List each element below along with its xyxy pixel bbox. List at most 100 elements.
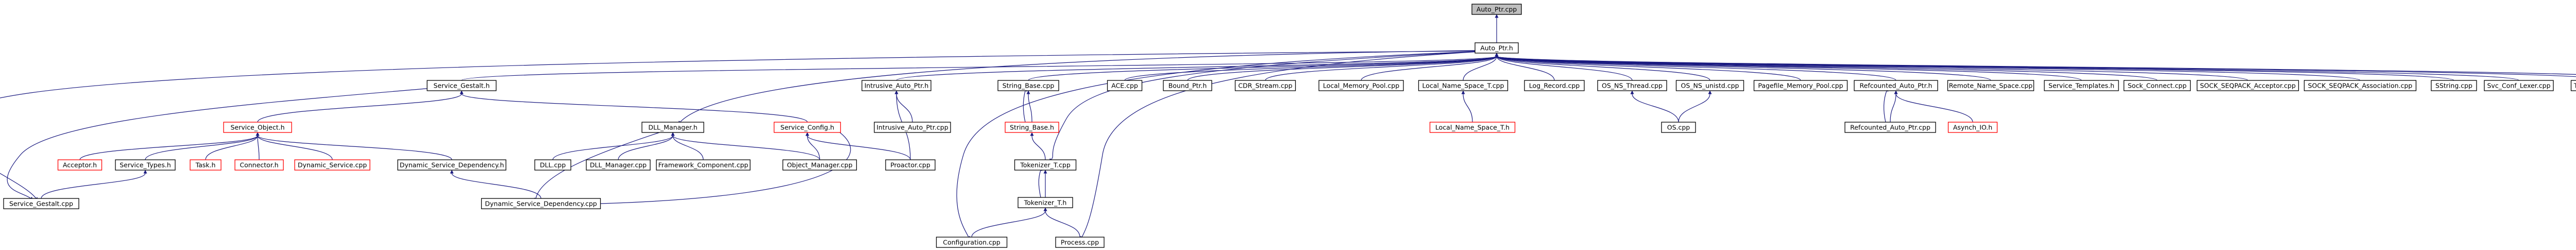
- node-label: Task.h: [195, 161, 216, 169]
- node-remote-name-space-cpp[interactable]: Remote_Name_Space.cpp: [1947, 80, 2035, 91]
- node-process-cpp[interactable]: Process.cpp: [1055, 237, 1105, 248]
- node-autoptr-h[interactable]: Auto_Ptr.h: [1475, 42, 1519, 54]
- node-box: [1318, 80, 1404, 91]
- node-object-manager-cpp[interactable]: Object_Manager.cpp: [782, 159, 857, 171]
- node-label: Log_Record.cpp: [1529, 82, 1580, 90]
- node-label: SOCK_SEQPACK_Association.cpp: [2308, 82, 2413, 90]
- node-label: Remote_Name_Space.cpp: [1949, 82, 2032, 90]
- node-label: OS_NS_Thread.cpp: [1602, 82, 1663, 90]
- node-label: SString.cpp: [2435, 82, 2472, 90]
- edge-service_config_h-to-dynamic_service_dependency_cpp: [597, 128, 851, 206]
- node-dll-cpp[interactable]: DLL.cpp: [534, 159, 571, 171]
- node-label: Dynamic_Service.cpp: [298, 161, 367, 169]
- node-label: Service_Gestalt.cpp: [9, 200, 73, 208]
- node-box: [3, 198, 79, 209]
- node-label: Auto_Ptr.cpp: [1477, 6, 1517, 13]
- node-cdr-stream-cpp[interactable]: CDR_Stream.cpp: [1234, 80, 1296, 91]
- edge-dll_manager_h-to-dll_cpp: [552, 132, 675, 160]
- node-os-ns-unistd-cpp[interactable]: OS_NS_unistd.cpp: [1675, 80, 1744, 91]
- edge-autoptr_h-to-os_ns_unistd_cpp: [1495, 53, 1710, 81]
- node-box: [1675, 80, 1744, 91]
- node-label: Dynamic_Service_Dependency.h: [400, 161, 504, 169]
- node-box: [1429, 122, 1516, 133]
- node-intrusive-cpp[interactable]: Intrusive_Auto_Ptr.cpp: [874, 122, 951, 133]
- node-box: [234, 159, 284, 171]
- node-framework-component-cpp[interactable]: Framework_Component.cpp: [656, 159, 751, 171]
- node-label: DLL_Manager.h: [648, 124, 697, 131]
- edge-autoptr_h-to-dll_manager_h: [677, 50, 1477, 125]
- node-svc-gestalt-h[interactable]: Service_Gestalt.h: [427, 80, 497, 91]
- node-label: Thread_Manager.cpp: [2573, 82, 2576, 90]
- node-box: [1661, 122, 1696, 133]
- node-box: [1018, 197, 1073, 208]
- edge-autoptr_h-to-os_ns_thread_cpp: [1495, 53, 1633, 81]
- node-box: [1854, 80, 1938, 91]
- node-box: [1597, 80, 1667, 91]
- node-box: [1475, 42, 1519, 54]
- node-label: OS.cpp: [1667, 124, 1690, 131]
- node-sstring-cpp[interactable]: SString.cpp: [2431, 80, 2477, 91]
- node-proactor-cpp[interactable]: Proactor.cpp: [885, 159, 936, 171]
- node-dynamic-service-dependency-h[interactable]: Dynamic_Service_Dependency.h: [397, 159, 506, 171]
- node-label: Service_Config.h: [781, 124, 834, 131]
- node-box: [2303, 80, 2417, 91]
- edge-dll_manager_h-to-framework_component_cpp: [671, 132, 704, 160]
- node-box: [190, 159, 222, 171]
- node-task-h[interactable]: Task.h: [190, 159, 222, 171]
- node-label: Process.cpp: [1061, 239, 1099, 246]
- edge-string_base_cpp-to-string_base_h: [1026, 90, 1032, 123]
- node-tokenizer-t-cpp[interactable]: Tokenizer_T.cpp: [1014, 159, 1077, 171]
- node-connector-h[interactable]: Connector.h: [234, 159, 284, 171]
- node-acceptor-h[interactable]: Acceptor.h: [57, 159, 103, 171]
- node-string-base-cpp[interactable]: String_Base.cpp: [997, 80, 1059, 91]
- node-label: Refcounted_Auto_Ptr.cpp: [1850, 124, 1930, 131]
- node-box: [223, 122, 292, 133]
- node-dynamic-service-h[interactable]: Dynamic_Service.cpp: [294, 159, 370, 171]
- node-service-templates-h[interactable]: Service_Templates.h: [2044, 80, 2119, 91]
- edge-tokenizer_t_h-to-process_cpp: [1043, 207, 1080, 238]
- node-local-name-space-t-cpp[interactable]: Local_Name_Space_T.cpp: [1418, 80, 1509, 91]
- node-service-config-h[interactable]: Service_Config.h: [773, 122, 841, 133]
- node-dynamic-service-dependency-cpp[interactable]: Dynamic_Service_Dependency.cpp: [481, 198, 601, 209]
- edge-autoptr_h-to-tokenizer_t_cpp: [1048, 51, 1479, 162]
- node-string-base-h[interactable]: String_Base.h: [1005, 122, 1059, 133]
- node-box: [2484, 80, 2554, 91]
- node-local-name-space-t-h[interactable]: Local_Name_Space_T.h: [1429, 122, 1516, 133]
- edge-service_object_h-to-acceptor_h: [79, 132, 260, 160]
- node-bound-ptr-h[interactable]: Bound_Ptr.h: [1163, 80, 1212, 91]
- node-box: [2431, 80, 2477, 91]
- edge-autoptr_h-to-tli_cpp: [1495, 53, 2576, 75]
- node-asynch-io-h[interactable]: Asynch_IO.h: [1947, 122, 1998, 133]
- node-refcounted-auto-ptr-cpp[interactable]: Refcounted_Auto_Ptr.cpp: [1844, 122, 1936, 133]
- node-tokenizer-t-h[interactable]: Tokenizer_T.h: [1018, 197, 1073, 208]
- node-ace-cpp[interactable]: ACE.cpp: [1107, 80, 1143, 91]
- node-box: [2044, 80, 2119, 91]
- node-box: [1005, 122, 1059, 133]
- node-intrusive-h[interactable]: Intrusive_Auto_Ptr.h: [861, 80, 931, 91]
- node-label: SOCK_SEQPACK_Acceptor.cpp: [2200, 82, 2296, 90]
- node-sock-connect-cpp[interactable]: Sock_Connect.cpp: [2123, 80, 2191, 91]
- node-label: CDR_Stream.cpp: [1238, 82, 1292, 90]
- node-pagefile-memory-pool-cpp[interactable]: Pagefile_Memory_Pool.cpp: [1753, 80, 1848, 91]
- node-log-record-cpp[interactable]: Log_Record.cpp: [1524, 80, 1585, 91]
- node-box: [1947, 80, 2035, 91]
- node-configuration-cpp[interactable]: Configuration.cpp: [936, 237, 1008, 248]
- node-sock-seqpack-acceptor-cpp[interactable]: SOCK_SEQPACK_Acceptor.cpp: [2196, 80, 2299, 91]
- node-svc-conf-lexer-cpp[interactable]: Svc_Conf_Lexer.cpp: [2484, 80, 2554, 91]
- node-service-object-h[interactable]: Service_Object.h: [223, 122, 292, 133]
- node-local-memory-pool-cpp[interactable]: Local_Memory_Pool.cpp: [1318, 80, 1404, 91]
- node-box: [397, 159, 506, 171]
- node-dll-manager-cpp[interactable]: DLL_Manager.cpp: [586, 159, 651, 171]
- edge-os_ns_unistd_cpp-to-os_cpp: [1678, 90, 1712, 123]
- node-os-cpp[interactable]: OS.cpp: [1661, 122, 1696, 133]
- node-os-ns-thread-cpp[interactable]: OS_NS_Thread.cpp: [1597, 80, 1667, 91]
- node-dll-manager-h[interactable]: DLL_Manager.h: [641, 122, 704, 133]
- node-root: Auto_Ptr.cpp: [1471, 4, 1522, 15]
- node-sock-seqpack-association-cpp[interactable]: SOCK_SEQPACK_Association.cpp: [2303, 80, 2417, 91]
- node-service-types-h[interactable]: Service_Types.h: [115, 159, 176, 171]
- node-box: [2570, 80, 2576, 91]
- node-thread-manager-cpp[interactable]: Thread_Manager.cpp: [2570, 80, 2576, 91]
- node-service-gestalt-cpp[interactable]: Service_Gestalt.cpp: [3, 198, 79, 209]
- node-refcounted-auto-ptr-h[interactable]: Refcounted_Auto_Ptr.h: [1854, 80, 1938, 91]
